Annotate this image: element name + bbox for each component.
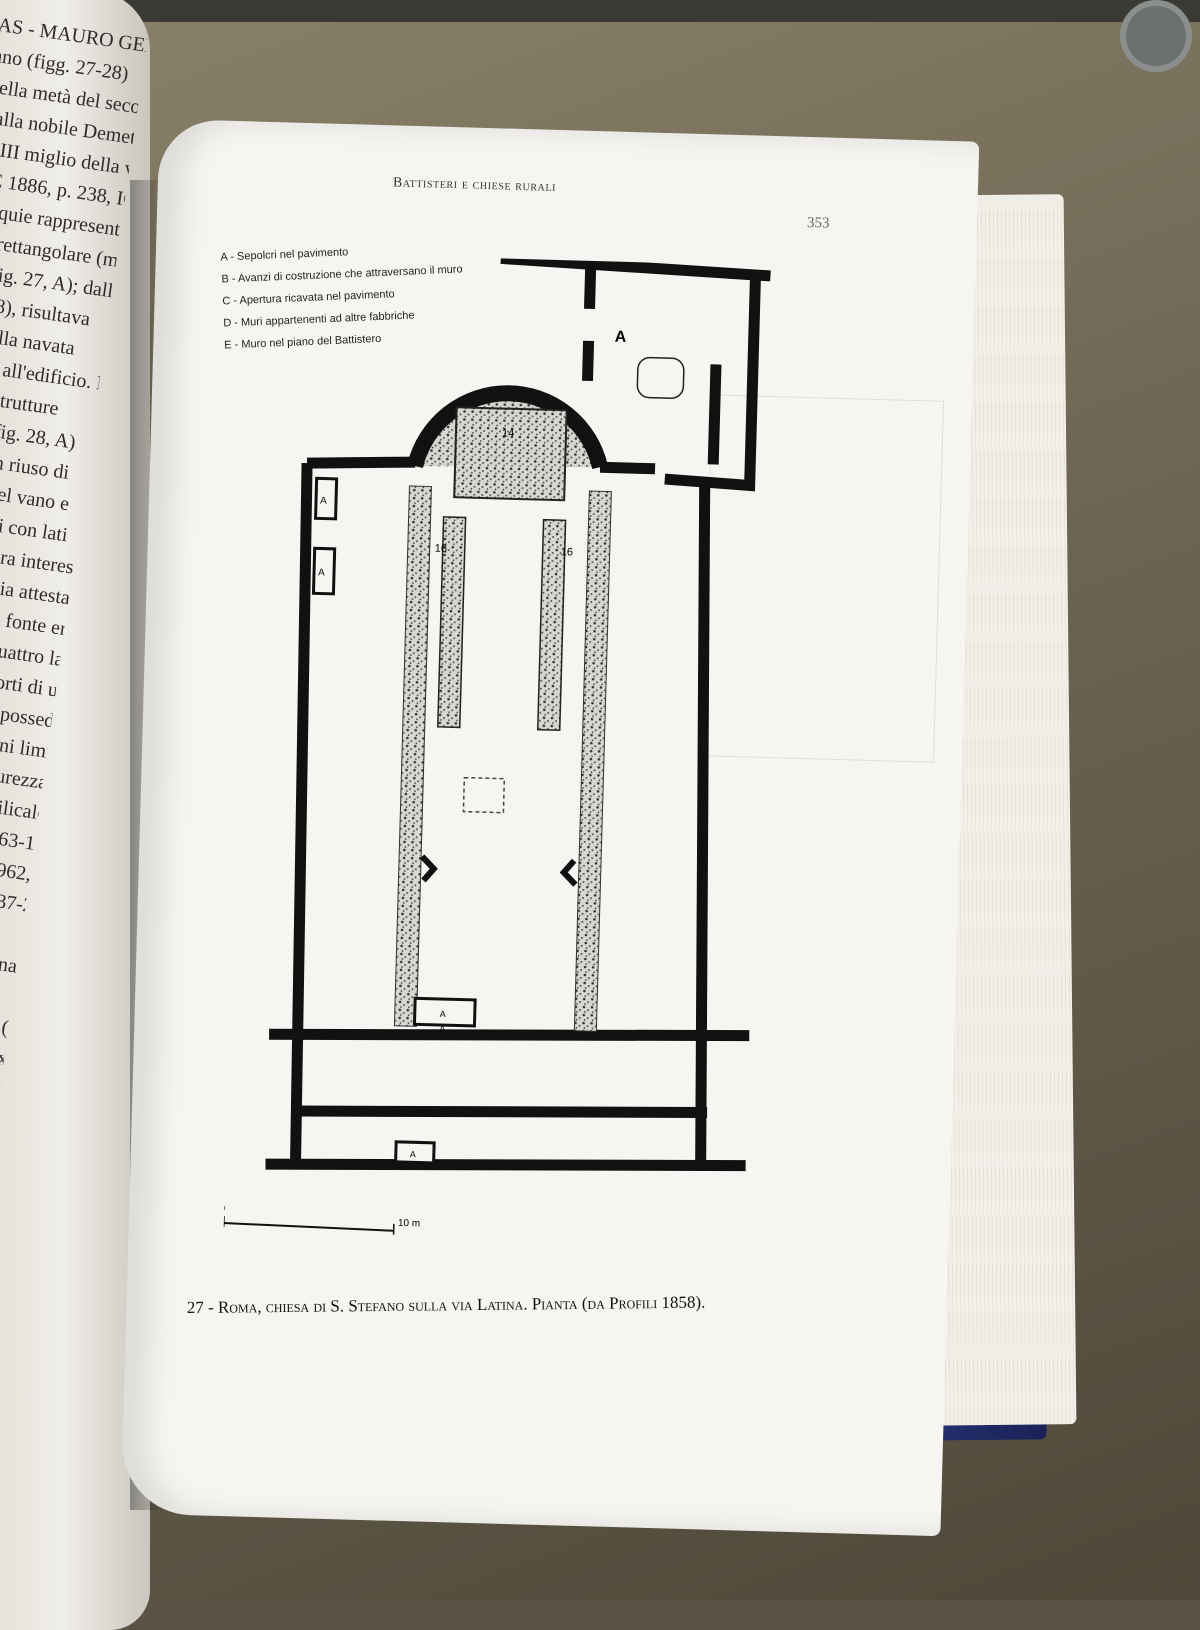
wall-e-right	[563, 860, 576, 884]
plan-label-annex: A	[614, 329, 626, 346]
nave-wall-left	[287, 463, 315, 1165]
annex-ring	[637, 357, 684, 398]
scale-label-zero: 0	[223, 1203, 225, 1213]
annex-wall-mid	[589, 269, 590, 309]
facade-wall	[269, 1022, 749, 1047]
metal-knob	[1120, 0, 1192, 72]
narthex-wall	[297, 1101, 707, 1122]
nave-wall-top-right	[600, 467, 655, 469]
scale-bar: 0 10 m	[223, 1203, 420, 1236]
opening-c	[463, 778, 504, 813]
aisle-left	[394, 486, 431, 1026]
plan-label-right-room: 16	[561, 546, 574, 558]
page-number: 353	[807, 215, 830, 233]
annex-wall-gap	[587, 341, 588, 381]
annex-wall-inner	[713, 364, 716, 464]
plan-label-tomb-1: A	[320, 495, 327, 506]
desk-edge	[70, 0, 1200, 22]
plan-label-tomb-4: A	[439, 1024, 445, 1034]
baptistery-block	[454, 407, 566, 500]
floor-plan: A A A A A A 14 16 16 0 10 m	[223, 251, 811, 1266]
plan-label-apse: 14	[502, 428, 515, 440]
figure-caption: 27 - Roma, chiesa di S. Stefano sulla vi…	[187, 1293, 706, 1318]
plan-label-tomb-5: A	[410, 1149, 416, 1159]
right-page: Battisteri e chiese rurali 353 A - Sepol…	[121, 119, 980, 1536]
wall-e-left	[421, 856, 434, 880]
front-wall	[265, 1152, 745, 1177]
annex-wall-top	[501, 258, 771, 276]
nave-wall-top-left	[307, 459, 415, 466]
running-head: Battisteri e chiese rurali	[393, 175, 557, 196]
plan-label-tomb-2: A	[318, 567, 325, 578]
aisle-right	[574, 491, 611, 1031]
plan-label-left-room: 16	[435, 543, 448, 555]
nave-wall-right	[686, 482, 720, 1164]
scale-label-end: 10 m	[398, 1218, 421, 1230]
plan-label-tomb-3: A	[440, 1009, 446, 1019]
